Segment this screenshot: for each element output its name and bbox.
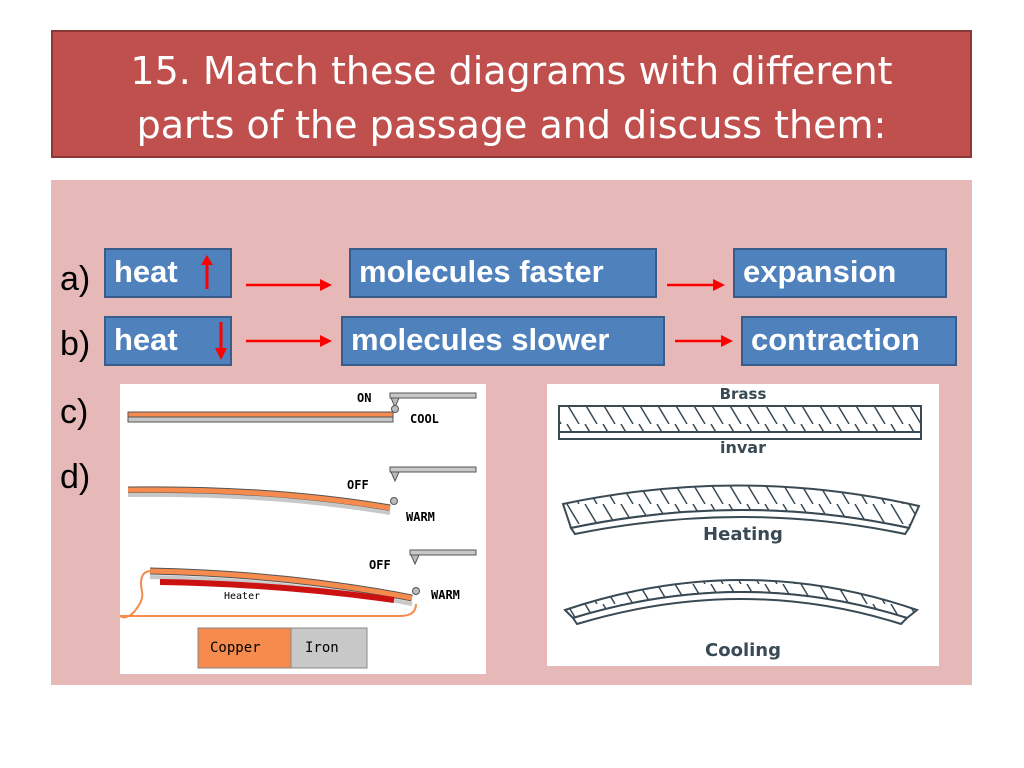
legend-iron: Iron xyxy=(305,640,339,656)
title-line-2: parts of the passage and discuss them: xyxy=(136,103,887,147)
arrow-right-icon xyxy=(667,279,725,291)
title-line-1: 15. Match these diagrams with different xyxy=(130,49,893,93)
item-label-c: c) xyxy=(60,393,89,431)
cooling-label: Cooling xyxy=(705,640,781,661)
chip-heat-up: heat xyxy=(104,248,232,298)
arrow-right-icon xyxy=(675,335,733,347)
chip-molecules-slower: molecules slower xyxy=(341,316,665,366)
warm-label: WARM xyxy=(431,588,460,602)
brass-label: Brass xyxy=(719,385,767,403)
heater-label: Heater xyxy=(224,591,261,602)
chip-contraction: contraction xyxy=(741,316,957,366)
chip-heat-down: heat xyxy=(104,316,232,366)
arrow-down-icon xyxy=(215,322,227,360)
on-label: ON xyxy=(357,391,372,405)
item-label-a: a) xyxy=(60,260,91,298)
cool-label: COOL xyxy=(410,412,439,426)
chip-heat-label: heat xyxy=(114,322,178,357)
arrow-right-icon xyxy=(246,335,332,347)
item-label-b: b) xyxy=(60,325,91,363)
thermostat-diagram: ON COOL OFF WARM OFF WARM Heater Copper … xyxy=(120,384,486,674)
arrow-up-icon xyxy=(201,255,213,289)
heating-label: Heating xyxy=(703,524,783,545)
title-box: 15. Match these diagrams with different … xyxy=(51,30,972,158)
slide-title: 15. Match these diagrams with different … xyxy=(53,44,970,152)
chip-molecules-faster: molecules faster xyxy=(349,248,657,298)
arrow-right-icon xyxy=(246,279,332,291)
chip-expansion: expansion xyxy=(733,248,947,298)
bimetal-diagram: Brass invar Heating Cooling xyxy=(547,384,939,666)
invar-label: invar xyxy=(720,438,766,457)
item-label-d: d) xyxy=(60,458,91,496)
warm-label: WARM xyxy=(406,510,435,524)
off-label: OFF xyxy=(347,478,369,492)
bimetal-drawing xyxy=(558,405,922,626)
legend-copper: Copper xyxy=(210,640,261,656)
thermostat-drawing xyxy=(120,392,477,669)
chip-heat-label: heat xyxy=(114,254,178,289)
off-label: OFF xyxy=(369,558,391,572)
